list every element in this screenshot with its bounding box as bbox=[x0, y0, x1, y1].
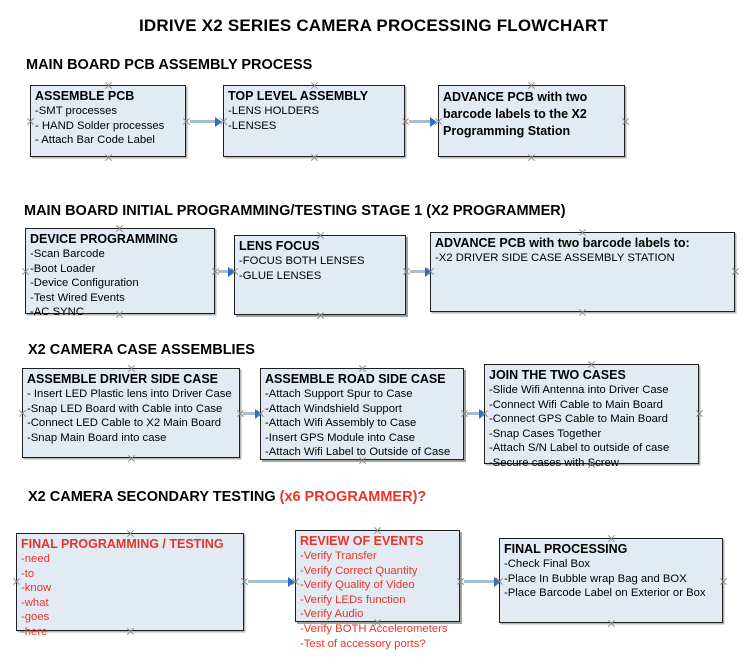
node-line: -Verify Correct Quantity bbox=[300, 564, 418, 577]
node-line: - Insert LED Plastic lens into Driver Ca… bbox=[27, 388, 232, 400]
section-header-x2-camera-case-assemblies: X2 CAMERA CASE ASSEMBLIES bbox=[28, 342, 255, 358]
node-line: -to bbox=[21, 567, 35, 580]
node-line: -Verify LEDs function bbox=[300, 593, 406, 606]
node-advance-pcb-driver-side-case[interactable]: ADVANCE PCB with two barcode labels to: … bbox=[430, 232, 735, 312]
connector-arrowhead bbox=[430, 116, 437, 127]
node-title: FINAL PROCESSING bbox=[504, 542, 628, 556]
node-lens-focus[interactable]: LENS FOCUS -FOCUS BOTH LENSES -GLUE LENS… bbox=[234, 235, 406, 315]
node-title: LENS FOCUS bbox=[239, 239, 320, 253]
node-line: -goes bbox=[21, 611, 50, 624]
connector-line bbox=[218, 270, 230, 273]
node-title: REVIEW OF EVENTS bbox=[300, 534, 424, 548]
node-line: -Verify Audio bbox=[300, 608, 364, 621]
node-line-overflow: -Test of accessory ports? bbox=[300, 637, 426, 650]
node-line: -Snap LED Board with Cable into Case bbox=[27, 402, 223, 415]
node-line: -Verify Transfer bbox=[300, 550, 377, 562]
node-review-of-events[interactable]: REVIEW OF EVENTS -Verify Transfer -Verif… bbox=[295, 530, 460, 650]
node-title: ADVANCE PCB with two barcode labels to: bbox=[435, 236, 690, 250]
node-device-programming[interactable]: DEVICE PROGRAMMING -Scan Barcode -Boot L… bbox=[25, 228, 215, 318]
section-header-main-board-initial-programming: MAIN BOARD INITIAL PROGRAMMING/TESTING S… bbox=[24, 203, 566, 219]
connector-line bbox=[410, 270, 427, 273]
node-title: ASSEMBLE ROAD SIDE CASE bbox=[265, 372, 446, 386]
section-header-main-board-pcb-assembly: MAIN BOARD PCB ASSEMBLY PROCESS bbox=[26, 57, 313, 73]
node-line: -Attach Wifi Assembly to Case bbox=[265, 417, 417, 430]
node-line: -Connect Wifi Cable to Main Board bbox=[489, 398, 663, 411]
node-title: TOP LEVEL ASSEMBLY bbox=[228, 89, 369, 103]
connector-line bbox=[409, 120, 432, 123]
node-line: -know bbox=[21, 582, 52, 595]
node-advance-pcb-programming-station[interactable]: ADVANCE PCB with two barcode labels to t… bbox=[438, 85, 625, 157]
section-header-accent: (x6 PROGRAMMER)? bbox=[279, 489, 427, 505]
node-line: -here bbox=[21, 625, 48, 638]
node-line: -Verify Quality of Video bbox=[300, 579, 415, 592]
connector-line bbox=[467, 412, 481, 415]
node-line: -GLUE LENSES bbox=[239, 269, 322, 282]
section-header-x2-camera-secondary-testing: X2 CAMERA SECONDARY TESTING (x6 PROGRAMM… bbox=[28, 489, 426, 505]
node-line: -LENSES bbox=[228, 119, 277, 132]
node-top-level-assembly[interactable]: TOP LEVEL ASSEMBLY -LENS HOLDERS -LENSES bbox=[223, 85, 405, 157]
node-assemble-road-side-case[interactable]: ASSEMBLE ROAD SIDE CASE -Attach Support … bbox=[260, 368, 464, 460]
node-line: -Attach Support Spur to Case bbox=[265, 388, 413, 400]
page-title: IDRIVE X2 SERIES CAMERA PROCESSING FLOWC… bbox=[138, 16, 609, 35]
connector-line bbox=[248, 580, 290, 583]
node-title: JOIN THE TWO CASES bbox=[489, 368, 626, 382]
node-assemble-pcb[interactable]: ASSEMBLE PCB -SMT processes - HAND Solde… bbox=[30, 85, 186, 157]
node-line: -SMT processes bbox=[35, 105, 118, 117]
node-line: -Slide Wifi Antenna into Driver Case bbox=[489, 384, 669, 396]
node-line: -Attach Windshield Support bbox=[265, 402, 402, 415]
node-line: -Insert GPS Module into Case bbox=[265, 431, 416, 444]
node-line: -AC SYNC bbox=[30, 306, 84, 319]
node-line: -Boot Loader bbox=[30, 262, 96, 275]
node-line: - Attach Bar Code Label bbox=[35, 134, 155, 147]
node-line: -Attach Wifi Label to Outside of Case bbox=[265, 446, 451, 459]
node-line: -X2 DRIVER SIDE CASE ASSEMBLY STATION bbox=[435, 252, 675, 264]
node-line: -LENS HOLDERS bbox=[228, 105, 320, 117]
connector-arrowhead bbox=[215, 116, 222, 127]
node-line: -FOCUS BOTH LENSES bbox=[239, 255, 365, 267]
connector-line bbox=[464, 580, 496, 583]
node-line: -Scan Barcode bbox=[30, 248, 105, 260]
node-line: -Secure cases with Screw bbox=[489, 456, 619, 469]
node-join-the-two-cases[interactable]: JOIN THE TWO CASES -Slide Wifi Antenna i… bbox=[484, 364, 699, 469]
node-final-processing[interactable]: FINAL PROCESSING -Check Final Box -Place… bbox=[499, 538, 723, 623]
node-line: -Check Final Box bbox=[504, 558, 591, 570]
node-line: -Connect LED Cable to X2 Main Board bbox=[27, 417, 222, 430]
node-line: -Snap Cases Together bbox=[489, 427, 602, 440]
connector-line bbox=[190, 120, 217, 123]
node-title: FINAL PROGRAMMING / TESTING bbox=[21, 537, 224, 551]
node-line: -need bbox=[21, 553, 50, 565]
node-line: - HAND Solder processes bbox=[35, 119, 165, 132]
node-final-programming-testing[interactable]: FINAL PROGRAMMING / TESTING -need -to -k… bbox=[16, 533, 244, 638]
connector-arrowhead bbox=[288, 576, 295, 587]
section-header-label: X2 CAMERA SECONDARY TESTING bbox=[28, 489, 280, 505]
node-line: -Place In Bubble wrap Bag and BOX bbox=[504, 572, 687, 585]
node-line: -Place Barcode Label on Exterior or Box bbox=[504, 587, 706, 600]
node-line: -Test Wired Events bbox=[30, 291, 125, 304]
connector-line bbox=[243, 412, 257, 415]
node-line: -Attach S/N Label to outside of case bbox=[489, 442, 670, 455]
node-line: -Device Configuration bbox=[30, 277, 139, 290]
node-line: -what bbox=[21, 596, 49, 609]
node-assemble-driver-side-case[interactable]: ASSEMBLE DRIVER SIDE CASE - Insert LED P… bbox=[22, 368, 240, 458]
node-line: -Verify BOTH Accelerometers bbox=[300, 622, 448, 635]
node-title: ASSEMBLE DRIVER SIDE CASE bbox=[27, 372, 219, 386]
node-line: -Snap Main Board into case bbox=[27, 431, 167, 444]
node-title: ASSEMBLE PCB bbox=[35, 89, 135, 103]
node-title: ADVANCE PCB with two barcode labels to t… bbox=[443, 90, 588, 138]
node-title: DEVICE PROGRAMMING bbox=[30, 232, 178, 246]
node-line: -Connect GPS Cable to Main Board bbox=[489, 413, 668, 426]
